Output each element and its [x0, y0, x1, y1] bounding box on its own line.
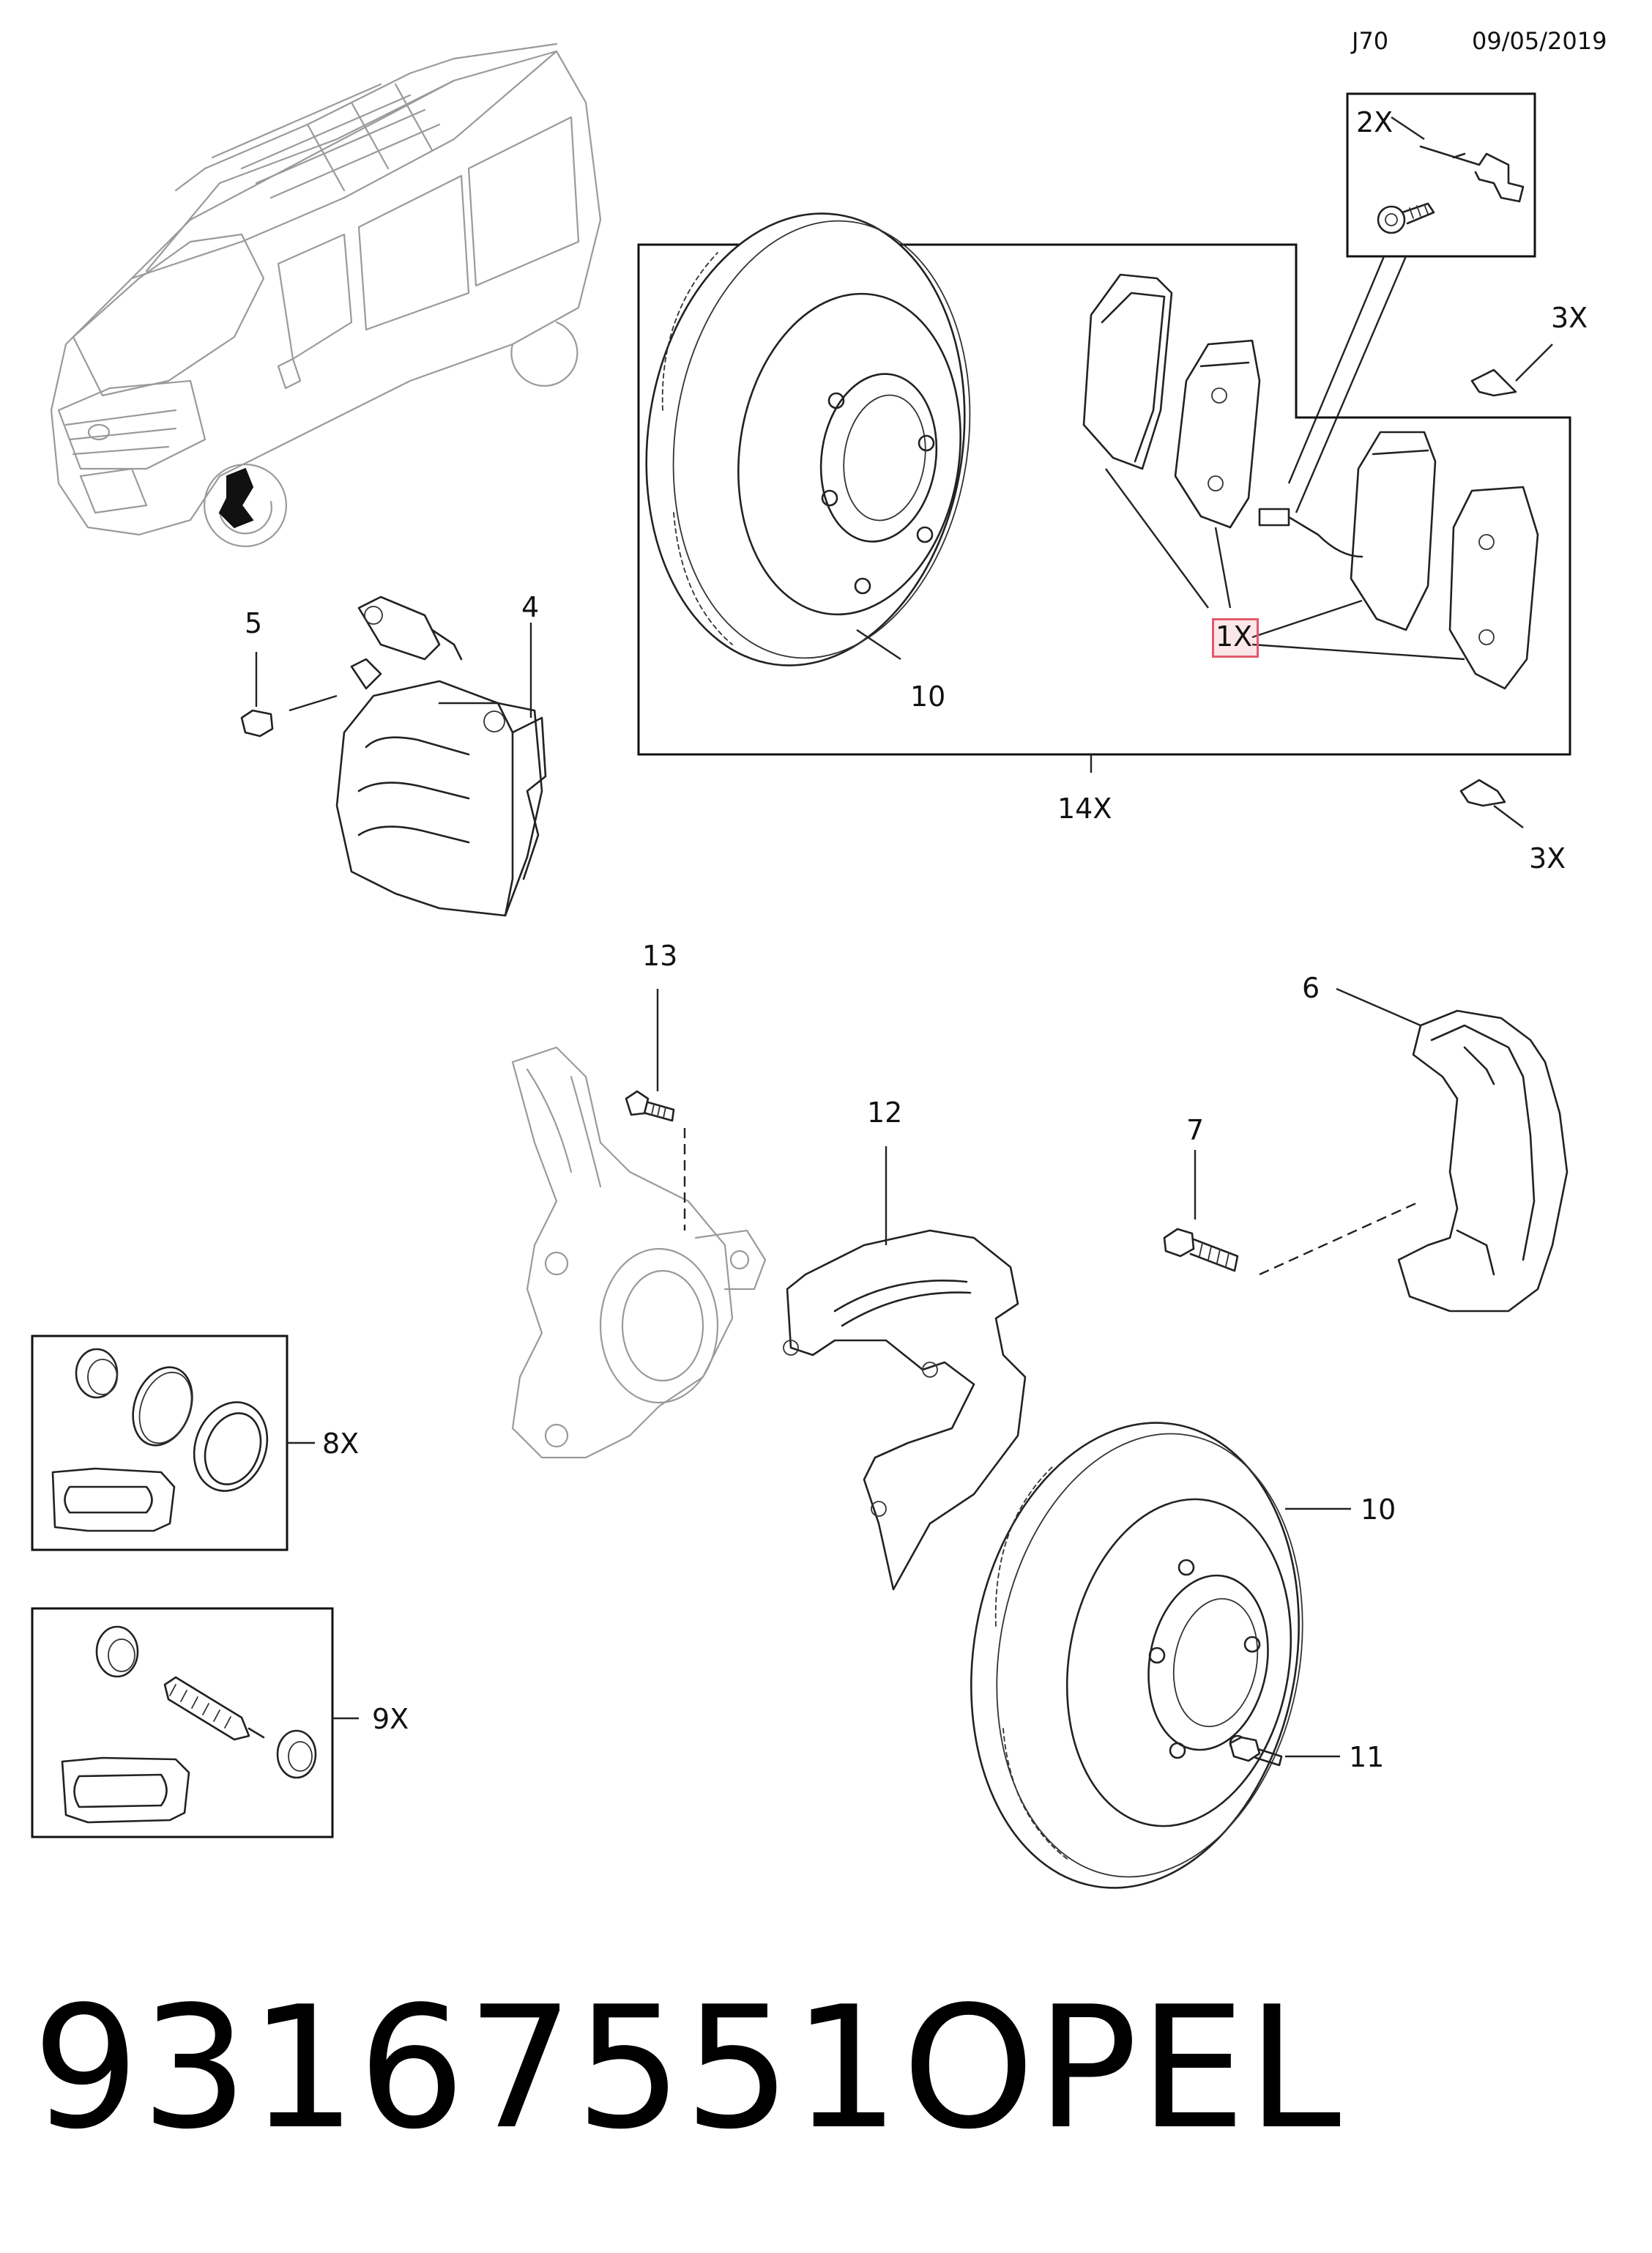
brake-disc-rotor-top: [645, 212, 971, 667]
guide-pin-kit-icon: [61, 1625, 359, 1824]
caliper-carrier-bracket-icon: [1163, 987, 1569, 1313]
callout-6: 6: [1302, 972, 1320, 1004]
callout-1x: 1X: [1216, 620, 1253, 653]
wear-sensor-icon: [1377, 145, 1525, 234]
callout-5: 5: [245, 607, 263, 639]
callout-3x-bottom: 3X: [1529, 842, 1566, 875]
callout-3x-top: 3X: [1551, 302, 1588, 334]
callout-10-top: 10: [910, 680, 946, 713]
callout-10-bottom: 10: [1361, 1493, 1396, 1526]
part-number: 93167551: [32, 1971, 901, 2167]
brand-name: OPEL: [902, 1971, 1343, 2167]
callout-14x: 14X: [1057, 793, 1112, 825]
leader-2x: [1391, 116, 1425, 140]
header-date: 09/05/2019: [1472, 27, 1607, 55]
guide-pin-kit-box: [31, 1607, 334, 1838]
callout-4: 4: [521, 591, 540, 623]
callout-7: 7: [1186, 1114, 1205, 1146]
splash-shield-icon: [783, 1146, 1027, 1591]
brake-pad-set-top: [1082, 273, 1539, 690]
callout-2x: 2X: [1356, 106, 1394, 138]
callout-13: 13: [642, 940, 678, 972]
leader-sensor-wire: [1287, 256, 1407, 513]
callout-11: 11: [1349, 1741, 1385, 1773]
van-illustration: [50, 42, 602, 547]
pad-set-box: [637, 243, 1571, 756]
wear-sensor-box: [1346, 92, 1536, 258]
callout-12: 12: [867, 1096, 903, 1129]
callout-8x: 8X: [322, 1428, 360, 1460]
brake-disc-rotor-bottom: [970, 1422, 1351, 1889]
callout-1x-highlight: [1212, 618, 1259, 658]
callout-9x: 9X: [372, 1703, 409, 1735]
spring-clip-icon: [1459, 344, 1553, 828]
brake-caliper-icon: [240, 595, 547, 917]
steering-knuckle-icon: [511, 989, 767, 1459]
header-code: J70: [1352, 27, 1389, 55]
caliper-seal-kit-icon: [51, 1348, 315, 1532]
